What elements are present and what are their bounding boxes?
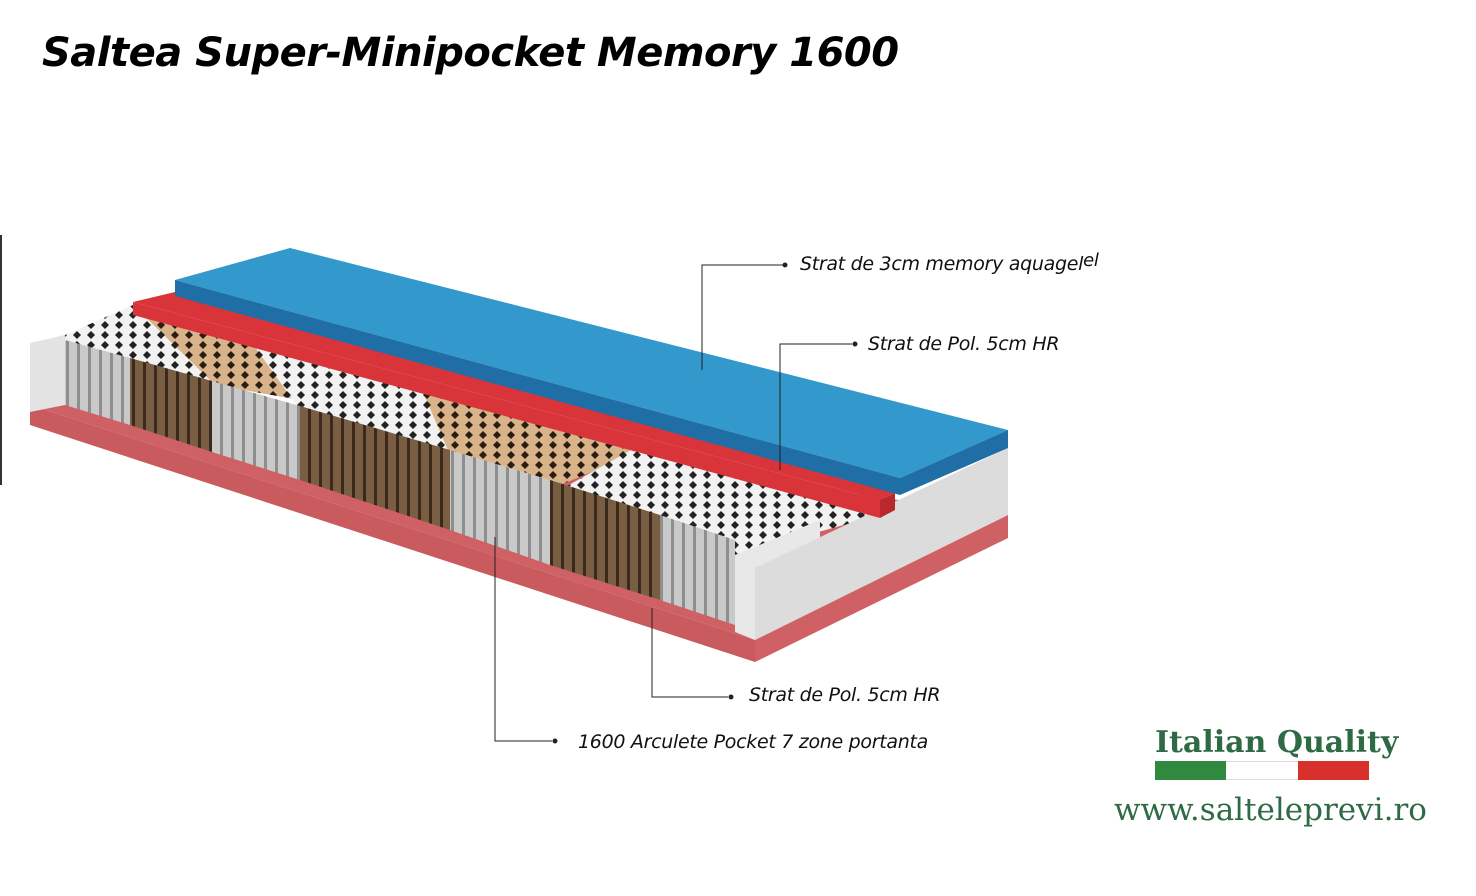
springs-front-brown-2 bbox=[300, 406, 450, 530]
memory-layer-front bbox=[175, 280, 900, 495]
leader-dot bbox=[552, 738, 558, 744]
springs-top-brown-1 bbox=[133, 305, 300, 400]
label-bottom-foam: Strat de Pol. 5cm HR bbox=[749, 684, 941, 706]
website-link[interactable]: www.salteleprevi.ro bbox=[1114, 792, 1427, 828]
label-memory-layer: Strat de 3cm memory aquagelel bbox=[800, 250, 1099, 275]
bottom-foam-side bbox=[755, 515, 1008, 662]
bottom-foam-front bbox=[30, 405, 755, 662]
springs-top-white-2 bbox=[250, 340, 470, 450]
top-foam-side bbox=[880, 493, 895, 518]
flag-red bbox=[1297, 761, 1369, 780]
flag-green bbox=[1155, 761, 1227, 780]
label-springs: 1600 Arculete Pocket 7 zone portanta bbox=[578, 731, 928, 753]
springs-front-brown-1 bbox=[130, 358, 212, 452]
springs-front-grey-1 bbox=[65, 340, 130, 425]
flag-white bbox=[1226, 761, 1298, 780]
left-edge-line bbox=[0, 235, 2, 485]
top-foam-top bbox=[133, 292, 895, 500]
springs-top-white-3 bbox=[560, 445, 880, 555]
leader-dot bbox=[852, 341, 858, 347]
springs-front-grey-2 bbox=[212, 381, 300, 480]
label-top-foam: Strat de Pol. 5cm HR bbox=[868, 333, 1060, 355]
springs-front-brown-3 bbox=[550, 480, 660, 600]
italian-quality-badge: Italian Quality bbox=[1155, 725, 1399, 760]
memory-layer-side bbox=[900, 430, 1008, 495]
top-foam-front bbox=[133, 302, 880, 518]
end-block-right-side bbox=[755, 448, 1008, 640]
leader-dot bbox=[728, 694, 734, 700]
memory-layer-top bbox=[175, 248, 1008, 478]
end-block-left bbox=[30, 335, 65, 412]
leader-lines bbox=[494, 264, 852, 742]
label-suffix: el bbox=[1083, 250, 1099, 271]
label-text: Strat de 3cm memory aquagel bbox=[800, 253, 1084, 275]
springs-front-grey-4 bbox=[660, 515, 735, 625]
springs-front-grey-3 bbox=[450, 450, 550, 565]
leader-dot bbox=[782, 262, 788, 268]
page-title: Saltea Super-Minipocket Memory 1600 bbox=[42, 30, 899, 76]
italian-flag bbox=[1155, 761, 1369, 780]
end-block-right-front bbox=[735, 520, 820, 640]
